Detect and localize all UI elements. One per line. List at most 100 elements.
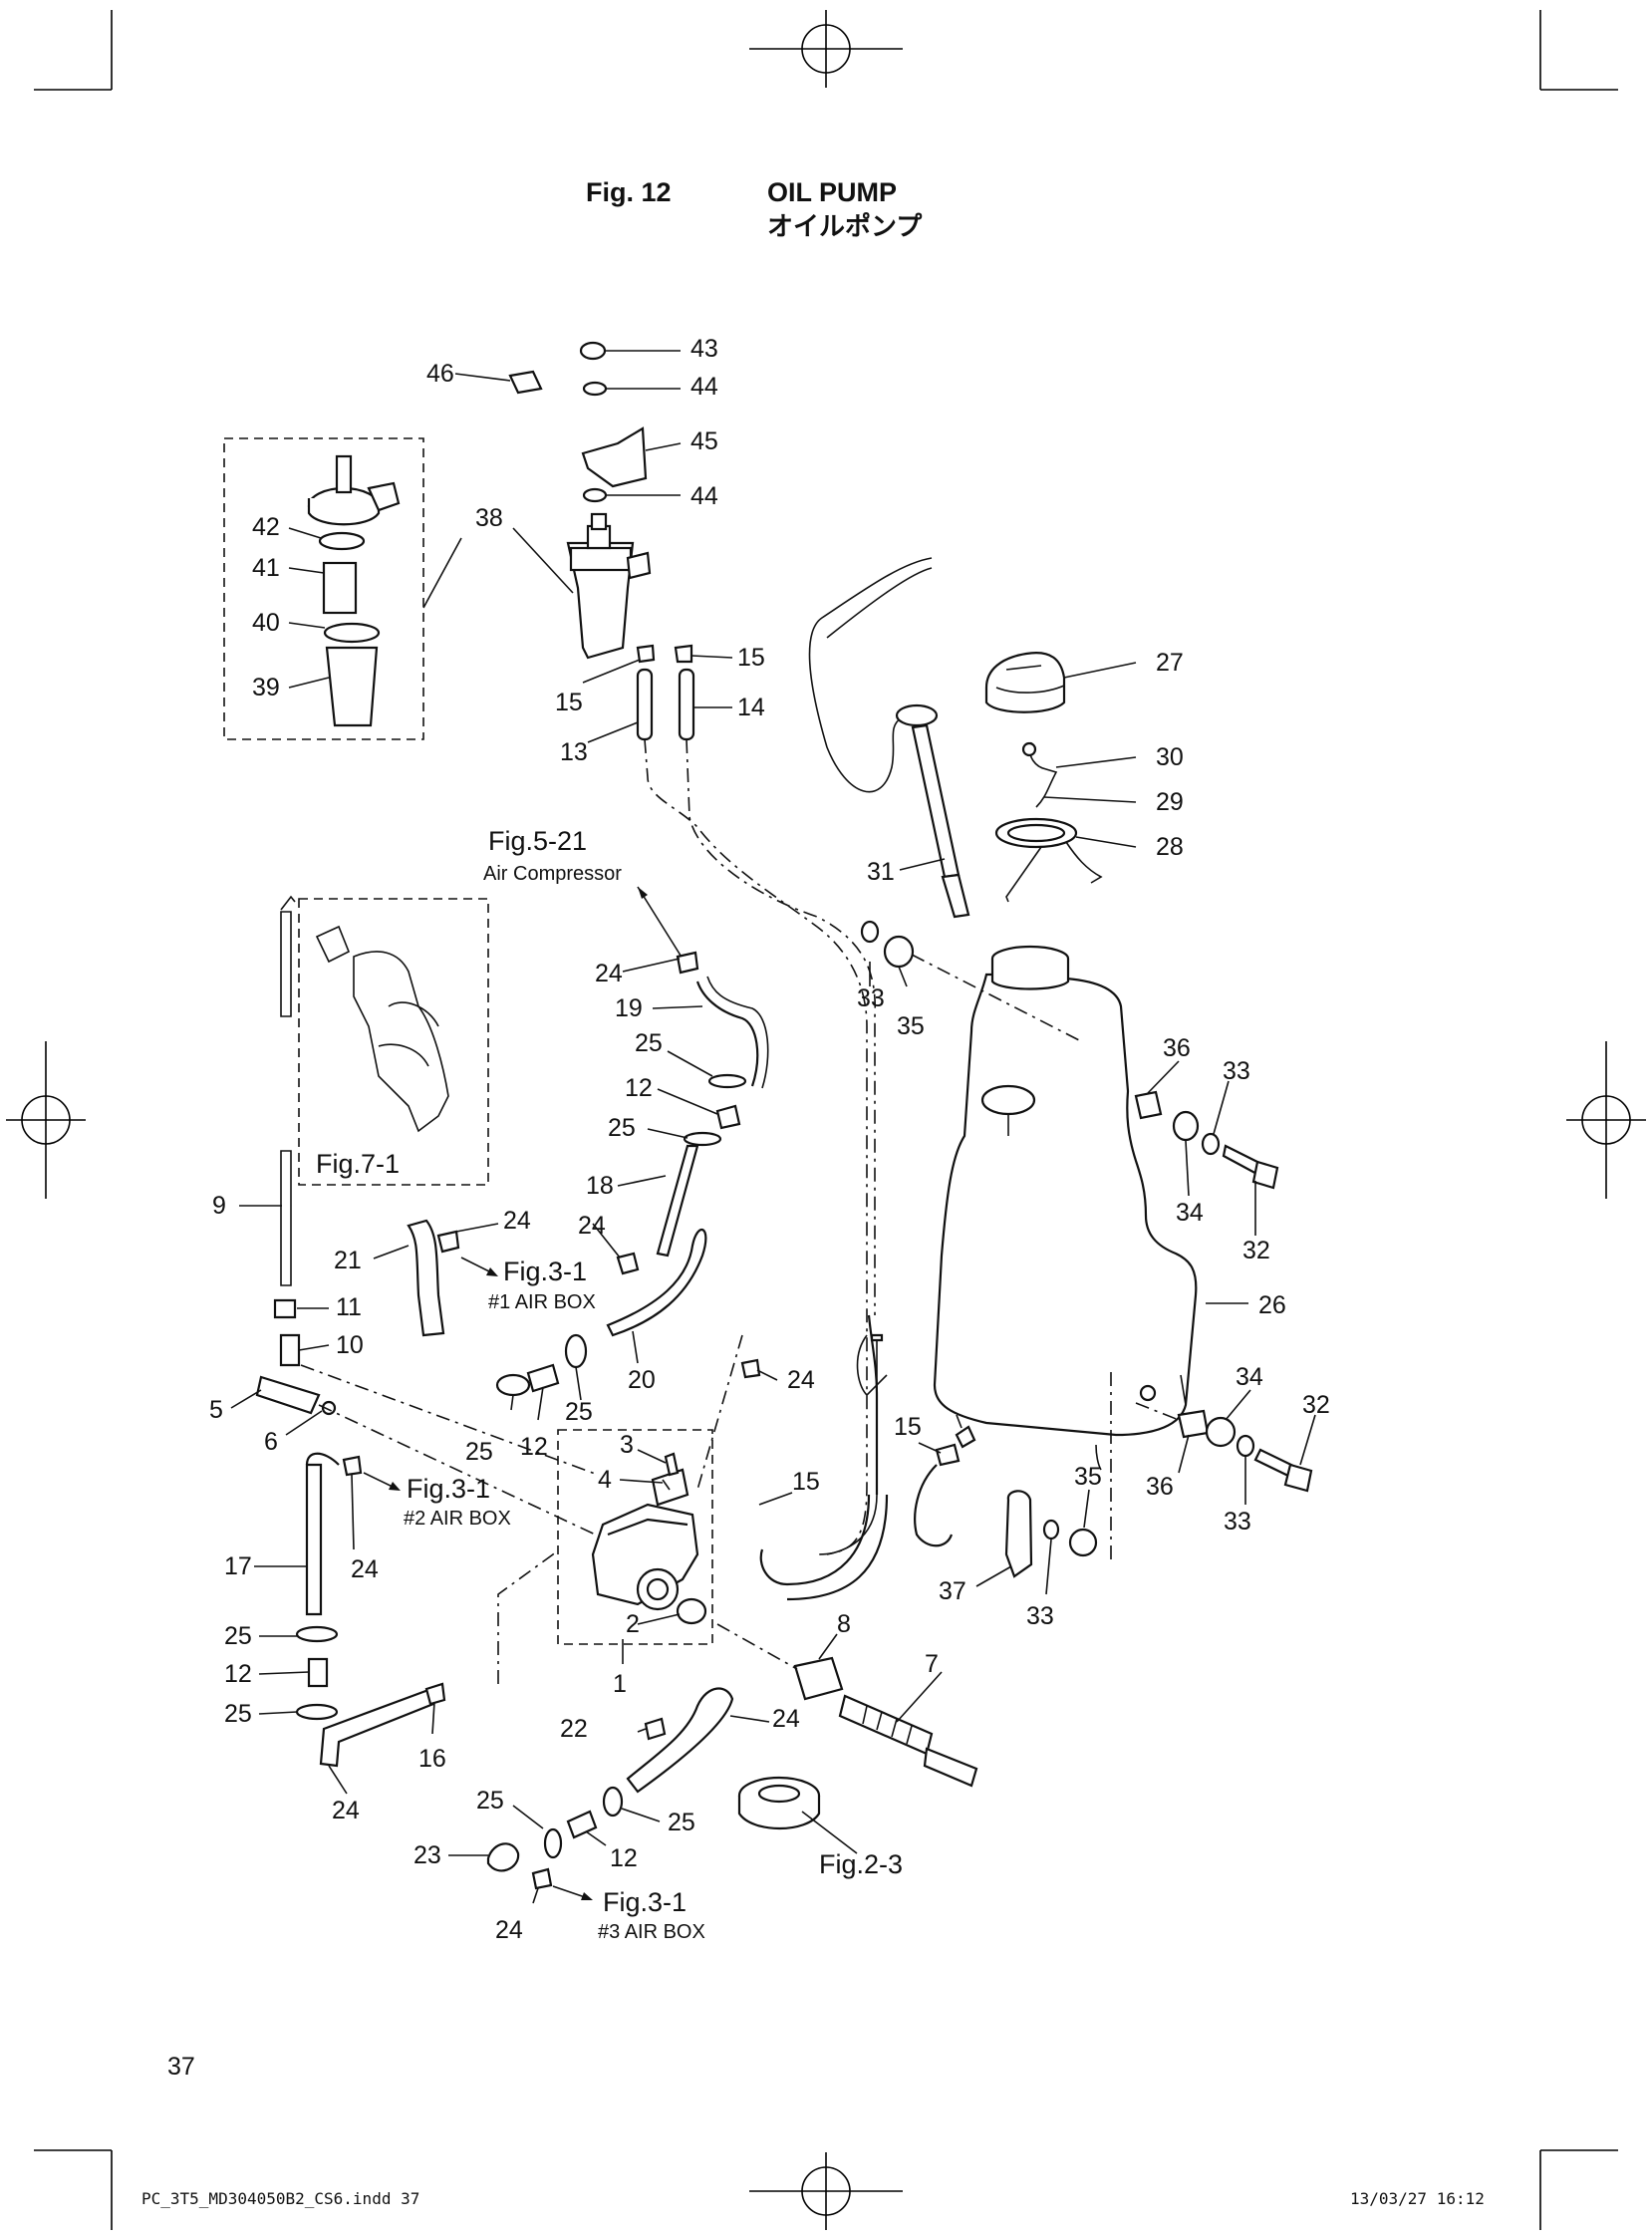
- check-valve-12-b: [526, 1363, 560, 1393]
- tank-return-hose: [914, 1464, 954, 1547]
- hose-20: [606, 1228, 707, 1337]
- clip-25-d: [564, 1333, 588, 1369]
- clip-25-b: [683, 1131, 722, 1147]
- callout-25: 25: [465, 1438, 493, 1466]
- callout-numbers: 46 43 44 45 44 38 42 41 40 39 15 15 14 1…: [209, 335, 1330, 1944]
- hose-17-bend: [305, 1452, 340, 1466]
- clip-25-c: [495, 1373, 531, 1397]
- tank-outlet-fitting: [935, 1425, 976, 1467]
- registration-mark-right: [1566, 1041, 1646, 1199]
- filter-exploded-box: [223, 437, 424, 740]
- bushing-8: [793, 1656, 844, 1701]
- ref-air-compressor: Air Compressor: [483, 863, 622, 885]
- callout-7: 7: [925, 1650, 939, 1678]
- arrow-head-air-box-3: [581, 1892, 593, 1900]
- callout-13: 13: [560, 738, 588, 766]
- callout-34: 34: [1236, 1363, 1263, 1391]
- callout-9: 9: [212, 1192, 226, 1220]
- hose-19: [695, 976, 769, 1089]
- callout-46: 46: [426, 360, 454, 388]
- hose-22: [626, 1687, 734, 1794]
- callout-24: 24: [503, 1207, 531, 1235]
- tank-bracket-37: [1004, 1370, 1112, 1578]
- callout-44: 44: [690, 373, 718, 401]
- callout-15: 15: [737, 644, 765, 672]
- clip-24-d: [740, 1358, 761, 1379]
- o-ring-42: [318, 531, 366, 551]
- callout-44: 44: [690, 482, 718, 510]
- callout-24: 22: [560, 1715, 588, 1743]
- callout-37: 37: [939, 1577, 966, 1605]
- callout-19: 19: [615, 994, 643, 1022]
- return-hose: [867, 1314, 879, 1495]
- route-line-13: [644, 738, 868, 1555]
- registration-mark-top: [749, 10, 903, 88]
- callout-32: 32: [1302, 1391, 1330, 1419]
- callout-25: 25: [565, 1398, 593, 1426]
- callout-25: 25: [635, 1029, 663, 1057]
- callout-41: 41: [252, 554, 280, 582]
- callout-1: 1: [613, 1670, 627, 1698]
- callout-15: 15: [555, 689, 583, 716]
- hose-16: [319, 1688, 435, 1768]
- leader-lines: [230, 350, 1316, 1904]
- o-ring-40: [323, 622, 381, 644]
- callout-33: 33: [1224, 1508, 1251, 1536]
- callout-14: 14: [737, 694, 765, 721]
- tank-hardware-upper: [860, 920, 1279, 1190]
- oil-filter: [566, 512, 652, 660]
- callout-28: 28: [1156, 833, 1184, 861]
- callout-45: 45: [690, 427, 718, 455]
- bolt-axis-5: [318, 1404, 639, 1555]
- clip-24-b: [616, 1252, 640, 1275]
- clip-25-f: [295, 1703, 339, 1721]
- oil-pump: [591, 1468, 707, 1625]
- fig7-1-bracket-sketch: [315, 925, 449, 1133]
- check-valve-12-a: [715, 1104, 741, 1130]
- filter-case-39: [325, 646, 379, 727]
- callout-26: 26: [1258, 1291, 1286, 1319]
- callout-11: 11: [336, 1293, 362, 1321]
- ref-air-box-2: #2 AIR BOX: [404, 1508, 511, 1530]
- fig7-1-reference-box: [298, 898, 489, 1186]
- check-valve-12-d: [566, 1810, 598, 1839]
- clip-24-e: [342, 1455, 363, 1477]
- ref-fig3-1-b: Fig.3-1: [407, 1474, 490, 1504]
- callout-35: 35: [897, 1012, 925, 1040]
- stud-9-lower: [280, 1150, 292, 1286]
- callout-12: 12: [610, 1844, 638, 1872]
- callout-24: 24: [578, 1212, 606, 1240]
- callout-25: 25: [668, 1809, 695, 1836]
- callout-15: 15: [792, 1468, 820, 1496]
- screw-3: [664, 1452, 680, 1477]
- callout-30: 30: [1156, 743, 1184, 771]
- callout-34: 34: [1176, 1199, 1204, 1227]
- callout-39: 39: [252, 674, 280, 701]
- oil-tank: [933, 945, 1198, 1437]
- callout-35: 35: [1074, 1463, 1102, 1491]
- drive-shaft-7: [838, 1694, 978, 1788]
- callout-42: 42: [252, 513, 280, 541]
- tank-cap: [984, 652, 1066, 713]
- bolt-5: [255, 1375, 321, 1415]
- page-number: 37: [167, 2053, 195, 2081]
- ref-fig2-3: Fig.2-3: [819, 1849, 903, 1879]
- nut-11: [273, 1298, 297, 1319]
- arrow-air-box-1: [460, 1257, 494, 1274]
- clip-24-h: [531, 1867, 553, 1890]
- callout-31: 31: [867, 858, 895, 886]
- callout-23: 23: [413, 1841, 441, 1869]
- clip-24-g: [424, 1682, 446, 1706]
- route-line-16: [497, 1548, 559, 1684]
- clip-25-g: [543, 1827, 563, 1859]
- nut-43: [579, 341, 607, 361]
- callout-24: 24: [595, 960, 623, 987]
- clip-25-h: [602, 1786, 624, 1818]
- callout-3: 3: [620, 1431, 634, 1459]
- o-ring-2: [676, 1597, 707, 1625]
- hose-18: [656, 1144, 699, 1258]
- callout-27: 27: [1156, 649, 1184, 677]
- callout-16: 24: [332, 1797, 360, 1824]
- callout-33: 33: [1026, 1602, 1054, 1630]
